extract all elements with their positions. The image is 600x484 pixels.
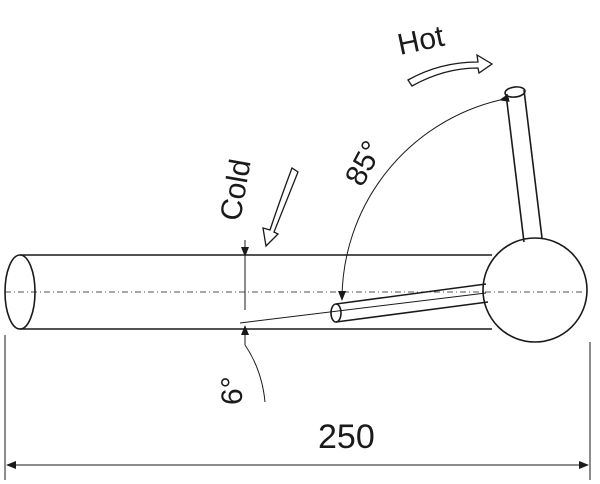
inner-tilted-tube: [239, 283, 489, 324]
hot-direction-arrow: [407, 53, 494, 87]
angle-85-label: 85°: [339, 136, 389, 192]
cold-label: Cold: [214, 157, 257, 223]
cold-direction-arrow: [262, 167, 299, 248]
spout-angle-dimension: [241, 240, 266, 403]
hot-label: Hot: [395, 20, 448, 62]
handle-angle-arc: [337, 94, 510, 301]
angle-6-label: 6°: [216, 376, 249, 405]
length-dimension: [4, 335, 591, 480]
hub-circle: [482, 237, 588, 343]
spout-tube: [4, 254, 492, 330]
handle-lever: [504, 86, 543, 243]
length-label: 250: [318, 418, 375, 456]
